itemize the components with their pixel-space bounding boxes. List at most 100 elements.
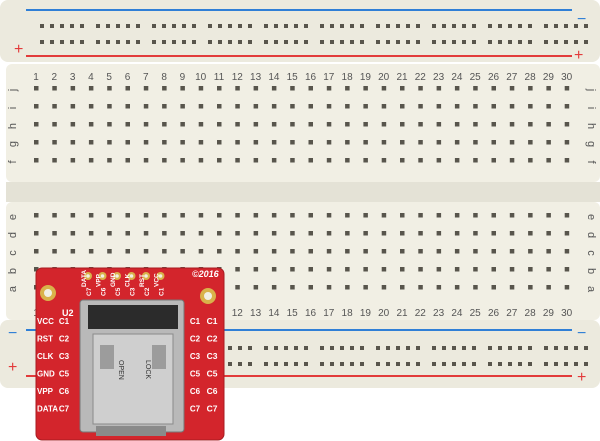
rail-hole xyxy=(574,40,578,44)
terminal-hole xyxy=(88,122,94,127)
rail-hole xyxy=(152,40,156,44)
rail-hole xyxy=(274,346,278,350)
terminal-hole xyxy=(308,122,313,127)
terminal-hole xyxy=(34,140,39,145)
rail-hole xyxy=(584,24,588,28)
rail-hole xyxy=(330,40,334,44)
terminal-hole xyxy=(436,285,442,290)
terminal-hole xyxy=(308,158,313,163)
terminal-hole xyxy=(363,285,368,290)
terminal-hole xyxy=(418,140,423,145)
pin-label: C7 xyxy=(59,405,70,414)
terminal-hole xyxy=(235,249,240,254)
terminal-hole xyxy=(400,140,405,145)
rail-hole xyxy=(406,362,410,366)
rail-hole xyxy=(80,24,84,28)
rail-hole xyxy=(264,24,268,28)
terminal-hole xyxy=(363,140,368,145)
terminal-hole xyxy=(253,231,259,236)
rail-hole xyxy=(50,24,54,28)
terminal-hole xyxy=(162,249,167,254)
terminal-hole xyxy=(235,267,240,272)
terminal-hole xyxy=(52,213,57,218)
rail-hole xyxy=(304,40,308,44)
rail-hole xyxy=(396,346,400,350)
terminal-hole xyxy=(454,249,460,254)
terminal-hole xyxy=(217,213,222,218)
rail-hole xyxy=(386,40,390,44)
terminal-hole xyxy=(34,122,39,127)
rail-hole xyxy=(544,24,548,28)
terminal-hole xyxy=(107,158,112,163)
terminal-hole xyxy=(454,140,460,145)
top-plus-left: + xyxy=(14,41,23,58)
rail-hole xyxy=(264,362,268,366)
terminal-hole xyxy=(509,104,515,109)
rail-hole xyxy=(350,24,354,28)
terminal-hole xyxy=(34,231,39,236)
column-number: 26 xyxy=(488,72,500,83)
terminal-hole xyxy=(564,285,570,290)
rail-hole xyxy=(452,362,456,366)
rail-hole xyxy=(172,40,176,44)
row-letter: h xyxy=(585,123,597,129)
terminal-hole xyxy=(70,104,76,109)
rail-hole xyxy=(498,40,502,44)
terminal-hole xyxy=(473,122,478,127)
bottom-plus-left: + xyxy=(8,359,17,376)
rail-hole xyxy=(228,362,232,366)
rail-hole xyxy=(238,40,242,44)
pin-label: C6 xyxy=(207,386,218,396)
rail-hole xyxy=(136,40,140,44)
rail-hole xyxy=(248,24,252,28)
terminal-hole xyxy=(564,140,570,145)
pin-label: C6 xyxy=(190,387,201,396)
terminal-hole xyxy=(253,267,259,272)
terminal-hole xyxy=(180,213,185,218)
column-number: 14 xyxy=(268,308,280,319)
terminal-hole xyxy=(509,285,515,290)
terminal-hole xyxy=(235,158,240,163)
terminal-hole xyxy=(308,267,313,272)
rail-hole xyxy=(330,346,334,350)
rail-hole xyxy=(462,346,466,350)
pin-label: C1 xyxy=(190,317,201,326)
terminal-hole xyxy=(454,213,460,218)
column-number: 20 xyxy=(378,308,390,319)
terminal-hole xyxy=(162,140,167,145)
column-number: 24 xyxy=(451,72,463,83)
rail-hole xyxy=(182,40,186,44)
terminal-hole xyxy=(528,104,533,109)
terminal-hole xyxy=(107,231,112,236)
pin-label: C1 xyxy=(207,316,218,326)
terminal-hole xyxy=(217,122,222,127)
terminal-hole xyxy=(34,213,39,218)
column-number: 12 xyxy=(232,72,244,83)
terminal-hole xyxy=(290,231,295,236)
terminal-hole xyxy=(564,122,570,127)
terminal-hole xyxy=(418,285,423,290)
terminal-hole xyxy=(509,231,515,236)
terminal-hole xyxy=(400,231,405,236)
terminal-hole xyxy=(546,231,551,236)
row-letter: c xyxy=(7,250,19,256)
column-number: 15 xyxy=(287,308,299,319)
terminal-hole xyxy=(52,104,57,109)
upper-terminal-holes xyxy=(34,86,570,163)
column-number: 19 xyxy=(360,308,372,319)
rail-hole xyxy=(432,362,436,366)
terminal-hole xyxy=(34,249,39,254)
terminal-hole xyxy=(454,86,460,91)
rail-hole xyxy=(442,362,446,366)
top-header-label: RST xyxy=(139,274,146,287)
terminal-hole xyxy=(70,122,76,127)
terminal-hole xyxy=(125,122,130,127)
rail-hole xyxy=(406,40,410,44)
terminal-hole xyxy=(308,140,313,145)
rail-hole xyxy=(386,24,390,28)
terminal-hole xyxy=(290,285,295,290)
terminal-hole xyxy=(271,231,277,236)
terminal-hole xyxy=(326,249,332,254)
